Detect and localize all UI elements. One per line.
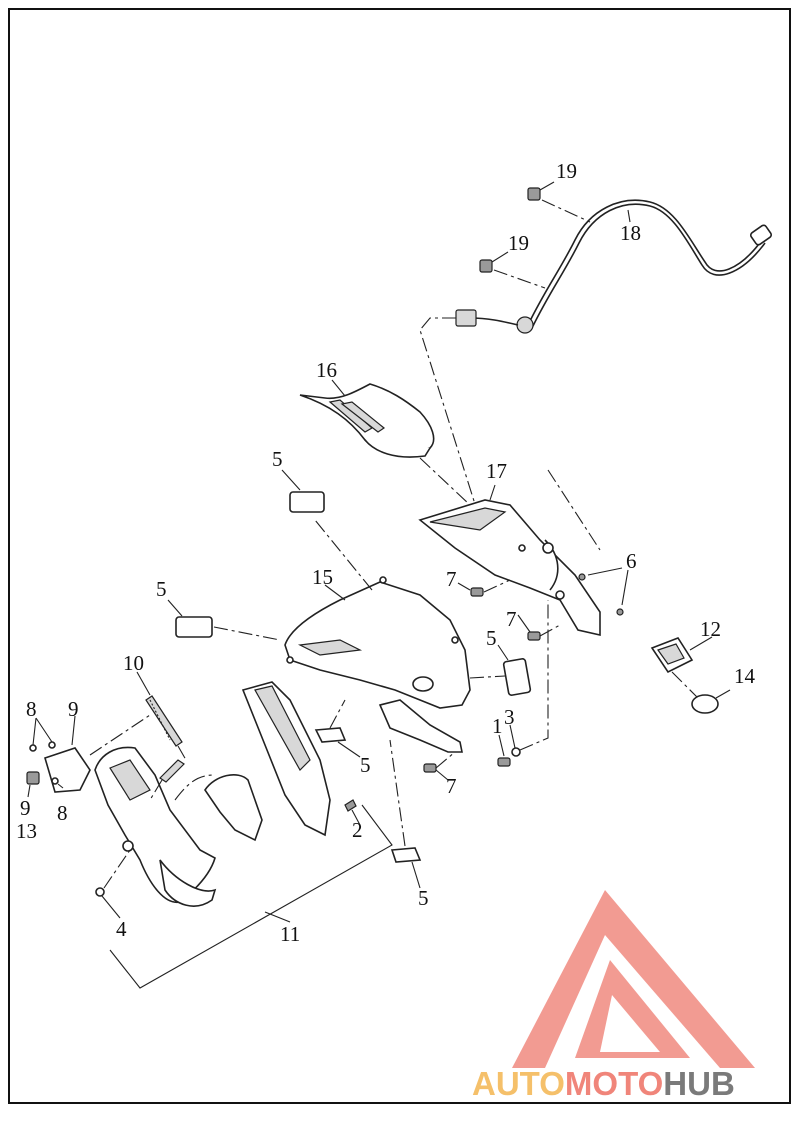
callout-7-lower: 7: [446, 774, 457, 798]
spring-pin: [149, 759, 185, 801]
callout-18: 18: [620, 221, 641, 245]
pad-5-c: [469, 658, 532, 696]
callout-9-bottom: 9: [20, 796, 31, 820]
callout-5-left: 5: [156, 577, 167, 601]
screw-7-c: [423, 751, 456, 773]
diagram-frame: [8, 8, 791, 1104]
cover-16: [299, 383, 471, 506]
screw-2: [344, 799, 357, 812]
fastener-6: [578, 567, 629, 616]
callout-14: 14: [734, 664, 756, 688]
automotohub-logo: [512, 890, 755, 1068]
callout-5-bottom: 5: [418, 886, 429, 910]
pad-5-a: [289, 491, 325, 513]
bracket-17: [418, 499, 601, 637]
callout-19-lower: 19: [508, 231, 529, 255]
callout-10: 10: [123, 651, 144, 675]
bracket-assembly-11: [94, 746, 217, 907]
callout-7-middle: 7: [506, 607, 517, 631]
side-panel: [241, 681, 331, 837]
callout-17: 17: [486, 459, 507, 483]
fairing-15: [284, 519, 471, 753]
callout-7-upper: 7: [446, 567, 457, 591]
callout-2: 2: [352, 818, 363, 842]
callout-8-top: 8: [26, 697, 37, 721]
clip-12: [650, 637, 701, 701]
callout-19-top: 19: [556, 159, 577, 183]
screw-7-b: [527, 624, 561, 641]
logo-auto: AUTO: [472, 1065, 565, 1102]
callout-13: 13: [16, 819, 37, 843]
callout-5-center: 5: [360, 753, 371, 777]
screw-1: [497, 757, 511, 767]
callout-8-bottom: 8: [57, 801, 68, 825]
callout-15: 15: [312, 565, 333, 589]
callout-6: 6: [626, 549, 637, 573]
callout-1: 1: [492, 714, 503, 738]
leader-lines: [27, 181, 713, 923]
callout-labels: 19 18 19 16 17 5 6 15 7 5 7 12 5 10 14 8…: [16, 159, 756, 946]
wire-harness-18: [455, 199, 773, 334]
callout-5-top: 5: [272, 447, 283, 471]
callout-9-top: 9: [68, 697, 79, 721]
callout-16: 16: [316, 358, 337, 382]
logo-moto: MOTO: [565, 1065, 663, 1102]
callout-3: 3: [504, 705, 515, 729]
pad-5-e: [389, 739, 422, 863]
connector-19-lower: [479, 259, 546, 289]
callout-11: 11: [280, 922, 300, 946]
pad-5-b: [175, 616, 281, 641]
logo-hub: HUB: [663, 1065, 735, 1102]
strip-10: [145, 695, 187, 761]
washer-3: [511, 600, 549, 757]
screw-7-a: [470, 579, 511, 597]
pad-5-d: [314, 699, 347, 743]
callout-4: 4: [116, 917, 127, 941]
connector-19-top: [527, 187, 591, 223]
switch-assembly: [26, 714, 151, 793]
callout-5-right: 5: [486, 626, 497, 650]
cable-tie-14: [691, 689, 731, 714]
callout-12: 12: [700, 617, 721, 641]
group-bracket-11: [109, 804, 393, 989]
inner-bracket: [174, 774, 263, 842]
logo-text: AUTOMOTOHUB: [472, 1065, 735, 1102]
